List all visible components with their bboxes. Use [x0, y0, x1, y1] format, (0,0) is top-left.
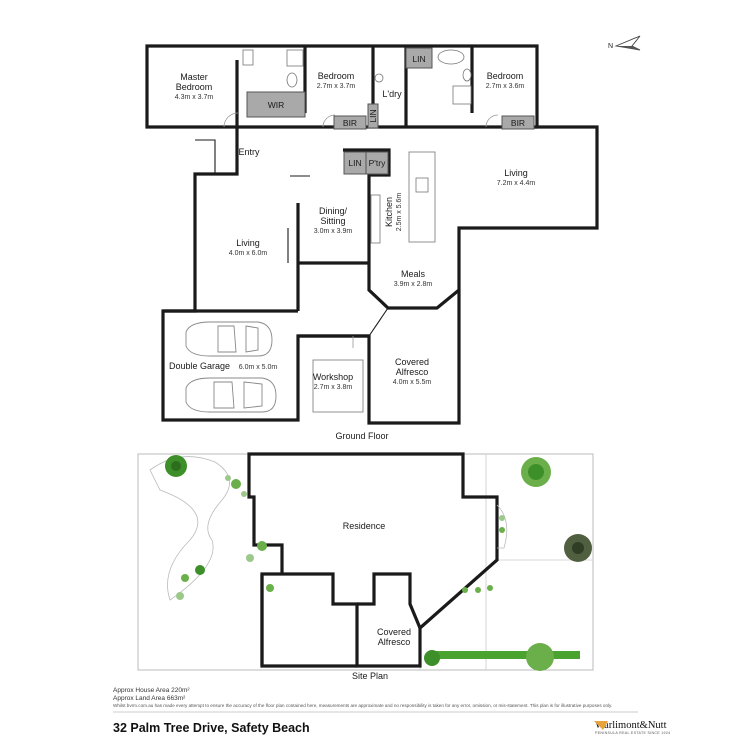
kitchen-island [408, 151, 436, 243]
bedroom-2-dims: 2.7m x 3.7m [317, 83, 356, 90]
lawn-strip [430, 651, 580, 659]
shower-fixture [286, 49, 304, 67]
meals-dims: 3.9m x 2.8m [394, 281, 433, 288]
lin-label-1: LIN [412, 54, 425, 64]
shower-fixture-2 [452, 85, 472, 105]
site-alfresco-label-1: Covered [377, 627, 411, 637]
workshop-dims: 2.7m x 3.8m [314, 384, 353, 391]
cooktop-fixture [415, 177, 429, 193]
master-bedroom-label-2: Bedroom [176, 82, 213, 92]
footer-info: Approx House Area 220m² Approx Land Area… [113, 687, 643, 709]
garage-wall [163, 309, 369, 338]
bedroom-3-dims: 2.7m x 3.6m [486, 83, 525, 90]
toilet-fixture-2 [462, 68, 472, 82]
bath-fixture [437, 49, 465, 65]
lin-box-2 [367, 103, 379, 129]
laundry-label: L'dry [382, 89, 402, 99]
bedroom-wing-wall [235, 46, 537, 129]
site-alfresco-label-2: Alfresco [378, 637, 411, 647]
bir-label-2: BIR [511, 118, 525, 128]
alfresco-dims: 4.0m x 5.5m [393, 379, 432, 386]
garage-label: Double Garage [169, 361, 230, 371]
lin-label-3: LIN [348, 158, 361, 168]
lin-label-2: LIN [368, 109, 378, 122]
brand-tagline: PENINSULA REAL ESTATE SINCE 1924 [595, 731, 671, 735]
kitchen-bench [370, 194, 381, 244]
kitchen-dims: 2.5m x 5.6m [396, 193, 403, 232]
land-area: Approx Land Area 663m² [113, 695, 186, 702]
door-arc-bed3 [485, 114, 499, 128]
bedroom-3-label: Bedroom [487, 71, 524, 81]
house-area: Approx House Area 220m² [113, 687, 190, 694]
workshop-label: Workshop [313, 372, 353, 382]
site-plan-caption: Site Plan [352, 671, 388, 681]
plant-cluster [165, 455, 592, 671]
dining-label-2: Sitting [320, 216, 345, 226]
living-front-dims: 4.0m x 6.0m [229, 250, 268, 257]
garage-footprint [260, 574, 357, 668]
bir-box-2 [501, 115, 535, 130]
residence-rear [357, 572, 422, 629]
alfresco-label-1: Covered [395, 357, 429, 367]
wir-box [246, 91, 306, 118]
dining-label-1: Dining/ [319, 206, 348, 216]
dining-wall [296, 203, 369, 311]
living-rear-label: Living [504, 168, 528, 178]
master-bedroom-dims: 4.3m x 3.7m [175, 94, 214, 101]
living-rear-dims: 7.2m x 4.4m [497, 180, 536, 187]
master-bedroom-label-1: Master [180, 72, 208, 82]
residence-label: Residence [343, 521, 386, 531]
lin-box-1 [405, 47, 433, 69]
site-boundary [137, 453, 594, 671]
wir-label: WIR [268, 100, 285, 110]
entry-partition [195, 139, 310, 263]
garden-bed-2 [496, 504, 508, 549]
bir-label-1: BIR [343, 118, 357, 128]
pantry-box [365, 151, 389, 175]
door-arc-master [223, 112, 239, 128]
residence-footprint [247, 452, 499, 668]
brand-name: Warlimont&Nutt [595, 720, 667, 731]
toilet-fixture [286, 72, 298, 88]
ground-floor-caption: Ground Floor [335, 431, 388, 441]
door-arc-bed2 [322, 114, 336, 128]
property-address: 32 Palm Tree Drive, Safety Beach [113, 721, 310, 735]
living-front-label: Living [236, 238, 260, 248]
dining-dims: 3.0m x 3.9m [314, 228, 353, 235]
compass-icon: N [608, 35, 641, 51]
garden-bed [149, 456, 230, 601]
workshop-bench [312, 359, 364, 413]
pantry-label: P'try [369, 158, 386, 168]
alfresco-outline [368, 228, 460, 337]
garage-dims: 6.0m x 5.0m [239, 364, 278, 371]
vanity-fixture [242, 49, 254, 66]
brand-mark-icon [594, 721, 608, 730]
kitchen-label: Kitchen [384, 197, 394, 227]
bedroom-2-label: Bedroom [318, 71, 355, 81]
laundry-tub-fixture [374, 73, 384, 83]
ground-floor-plan: WIR BIR BIR LIN LIN LIN P'try [145, 35, 641, 441]
brand-logo: Warlimont&Nutt PENINSULA REAL ESTATE SIN… [594, 720, 705, 735]
car-outline-2 [185, 377, 277, 413]
compass-label: N [608, 43, 613, 50]
bir-box-1 [333, 115, 367, 130]
entry-label: Entry [238, 147, 260, 157]
meals-label: Meals [401, 269, 426, 279]
alfresco-label-2: Alfresco [396, 367, 429, 377]
car-outline-1 [185, 321, 273, 357]
disclaimer-text: Whilst bvrm.com.au has made every attemp… [113, 703, 613, 708]
site-plan: Residence Covered Alfresco Site Plan [137, 452, 594, 681]
